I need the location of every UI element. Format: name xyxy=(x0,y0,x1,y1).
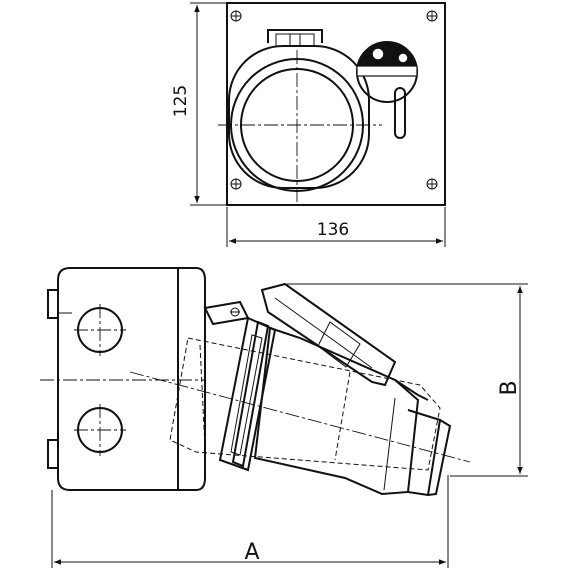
side-view: B A xyxy=(40,267,528,568)
screw-bottom-right xyxy=(426,178,438,190)
inserted-plug-hidden xyxy=(169,337,441,471)
dimension-a-label: A xyxy=(244,540,259,565)
height-dimension-125: 125 xyxy=(171,2,226,206)
cable-gland-bottom xyxy=(74,404,126,456)
screw-top-left xyxy=(230,10,242,22)
corner-screws xyxy=(230,10,438,190)
width-dimension-136: 136 xyxy=(226,207,446,247)
dimension-b: B xyxy=(287,283,528,477)
hinged-lid xyxy=(260,282,397,387)
socket-housing xyxy=(228,29,370,192)
dimension-b-label: B xyxy=(497,380,522,395)
socket-collar xyxy=(218,316,277,472)
socket-axis xyxy=(129,371,471,463)
dimension-a: A xyxy=(51,475,449,568)
socket-body xyxy=(253,326,452,497)
socket-frame xyxy=(228,45,370,189)
screw-bottom-left xyxy=(230,178,242,190)
enclosure-body xyxy=(47,267,206,491)
rotary-switch xyxy=(356,41,418,139)
height-dimension-label: 125 xyxy=(171,85,191,117)
cable-gland-top xyxy=(74,304,126,356)
front-view: 125 136 xyxy=(171,2,446,247)
screw-top-right xyxy=(426,10,438,22)
width-dimension-label: 136 xyxy=(317,220,349,240)
mounting-plate xyxy=(226,2,446,206)
mounting-flange xyxy=(203,300,250,326)
